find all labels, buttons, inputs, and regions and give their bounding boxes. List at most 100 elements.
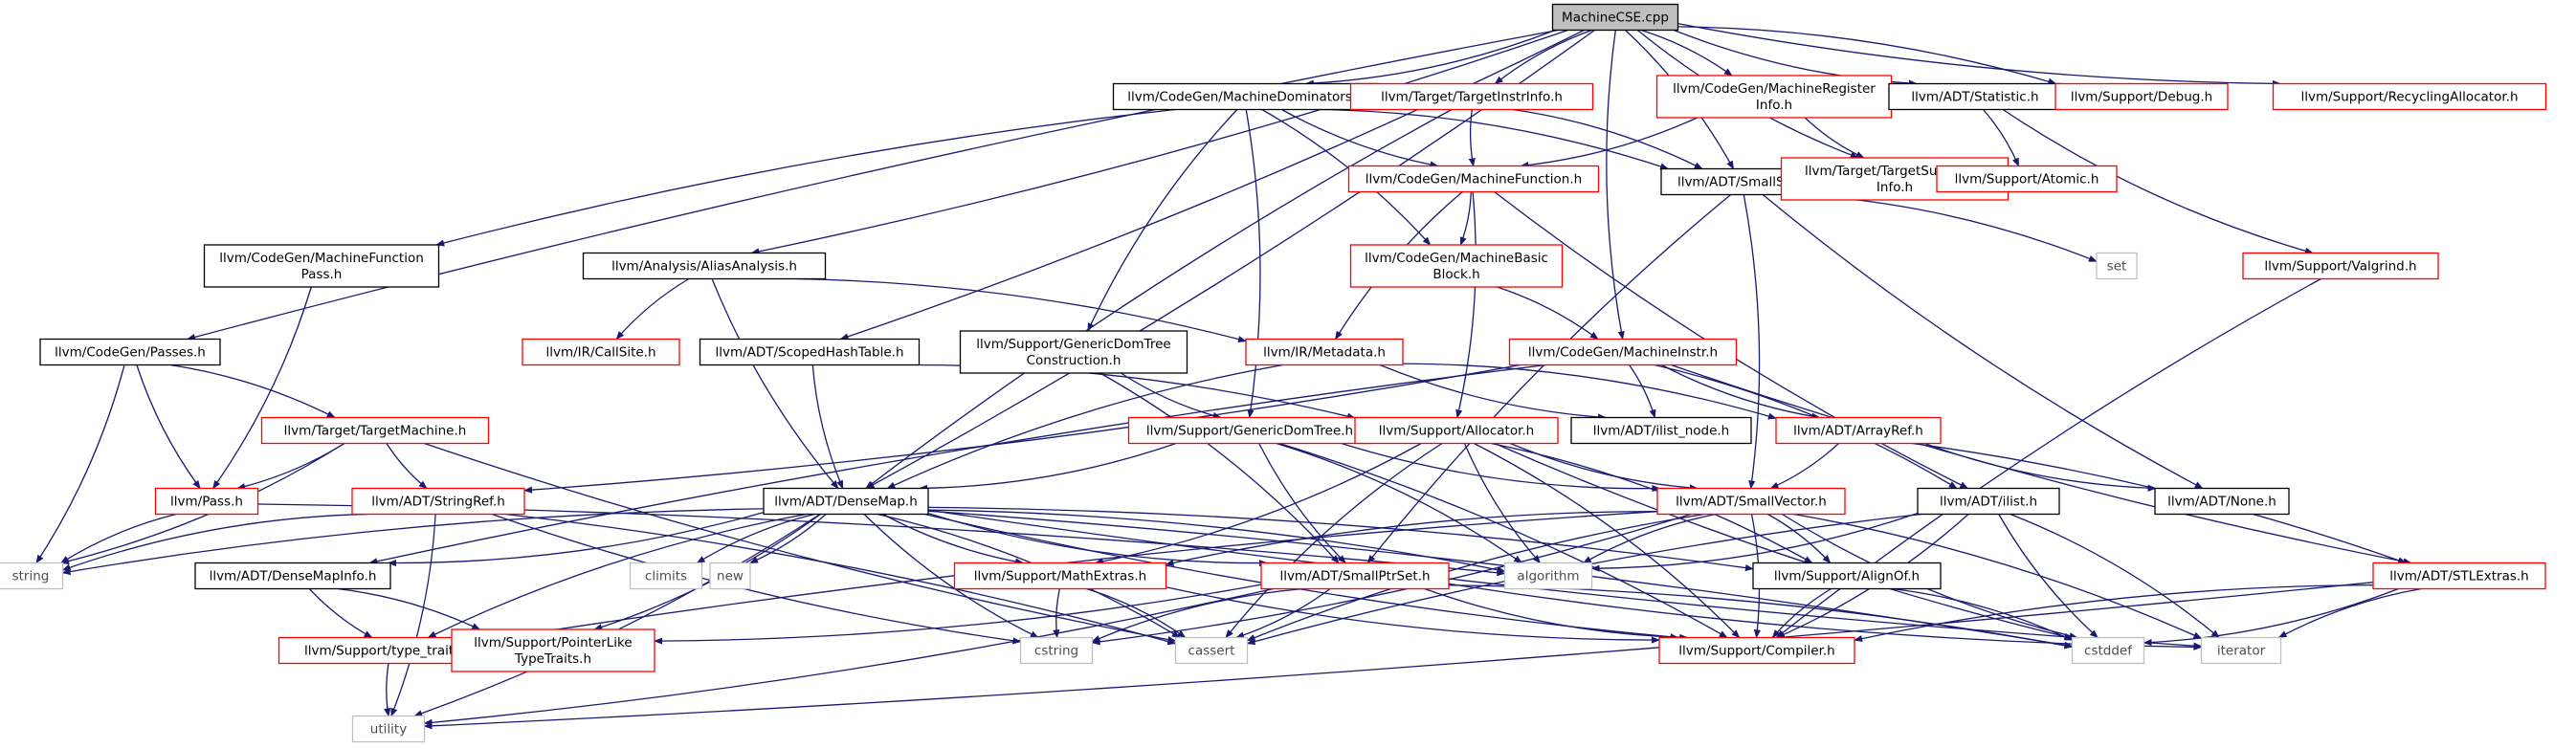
include-edge (1494, 29, 1592, 85)
node-llvm-target-targetinstrinfo-h[interactable]: llvm/Target/TargetInstrInfo.h (1349, 82, 1594, 111)
node-machinecse-cpp[interactable]: MachineCSE.cpp (1551, 3, 1679, 32)
node-label: climits (645, 569, 687, 584)
node-llvm-adt-smallptrset-h[interactable]: llvm/ADT/SmallPtrSet.h (1260, 562, 1450, 590)
node-llvm-target-targetmachine-h[interactable]: llvm/Target/TargetMachine.h (260, 416, 490, 445)
node-label: llvm/ADT/ScopedHashTable.h (715, 345, 903, 361)
include-edge (1854, 584, 2374, 643)
include-edge (1166, 586, 1660, 644)
include-edge (749, 514, 827, 564)
include-edge (491, 513, 1022, 645)
node-llvm-ir-callsite-h[interactable]: llvm/IR/CallSite.h (522, 338, 680, 366)
node-llvm-adt-statistic-h[interactable]: llvm/ADT/Statistic.h (1888, 82, 2062, 111)
include-edge (236, 442, 345, 491)
node-llvm-support-atomic-h[interactable]: llvm/Support/Atomic.h (1936, 165, 2118, 193)
node-llvm-codegen-machinedominators-h[interactable]: llvm/CodeGen/MachineDominators.h (1112, 82, 1380, 111)
node-box (2071, 636, 2145, 665)
include-edge (1379, 363, 1607, 421)
node-llvm-adt-ilist-node-h[interactable]: llvm/ADT/ilist_node.h (1570, 416, 1752, 445)
node-llvm-adt-stringref-h[interactable]: llvm/ADT/StringRef.h (351, 487, 525, 516)
include-edge (1468, 109, 1476, 167)
include-edge (811, 364, 844, 490)
node-box (629, 562, 703, 590)
node-llvm-adt-scopedhashtable-h[interactable]: llvm/ADT/ScopedHashTable.h (699, 338, 921, 366)
node-llvm-adt-arrayref-h[interactable]: llvm/ADT/ArrayRef.h (1775, 416, 1942, 445)
node-llvm-codegen-passes-h[interactable]: llvm/CodeGen/Passes.h (39, 338, 221, 366)
include-edge (497, 511, 1658, 641)
include-edge (839, 29, 1585, 341)
include-edge (1121, 372, 1222, 419)
include-edge (1258, 443, 1346, 564)
node-llvm-adt-stlextras-h[interactable]: llvm/ADT/STLExtras.h (2372, 562, 2546, 590)
node-llvm-adt-smallvector-h[interactable]: llvm/ADT/SmallVector.h (1656, 487, 1846, 516)
node-llvm-support-genericdomtreeconstruction-h[interactable]: llvm/Support/GenericDomTreeConstruction.… (959, 330, 1188, 374)
node-set: set (2096, 252, 2138, 280)
node-label: llvm/ADT/SmallVector.h (1676, 495, 1827, 510)
include-edge (797, 277, 1247, 343)
node-llvm-adt-densemap-h[interactable]: llvm/ADT/DenseMap.h (763, 487, 929, 516)
node-label: llvm/ADT/STLExtras.h (2389, 569, 2528, 584)
include-edge (388, 511, 765, 567)
include-edge (1671, 363, 2412, 565)
include-edge (1463, 443, 1542, 564)
node-box (351, 487, 525, 516)
include-edge (696, 513, 815, 564)
node-label: llvm/ADT/StringRef.h (371, 495, 505, 510)
include-edge (1769, 443, 1840, 490)
include-edge (1304, 29, 1556, 87)
node-llvm-support-allocator-h[interactable]: llvm/Support/Allocator.h (1354, 416, 1559, 445)
node-box (1775, 416, 1942, 445)
include-edge (2143, 587, 2399, 647)
node-llvm-support-genericdomtree-h[interactable]: llvm/Support/GenericDomTree.h (1127, 416, 1372, 445)
node-box (1349, 244, 1564, 288)
node-label: llvm/Target/TargetInstrInfo.h (1381, 90, 1563, 105)
node-llvm-support-valgrind-h[interactable]: llvm/Support/Valgrind.h (2242, 252, 2439, 280)
node-box (1570, 416, 1752, 445)
node-llvm-adt-none-h[interactable]: llvm/ADT/None.h (2154, 487, 2290, 516)
node-label: cstddef (2084, 644, 2133, 659)
node-llvm-pass-h[interactable]: llvm/Pass.h (154, 487, 259, 516)
include-edge (1640, 29, 1733, 77)
node-llvm-support-mathextras-h[interactable]: llvm/Support/MathExtras.h (953, 562, 1167, 590)
node-llvm-adt-densemapinfo-h[interactable]: llvm/ADT/DenseMapInfo.h (194, 562, 391, 590)
node-box (1752, 562, 1942, 590)
node-llvm-support-recyclingallocator-h[interactable]: llvm/Support/RecyclingAllocator.h (2272, 82, 2547, 111)
node-label: llvm/ADT/DenseMapInfo.h (210, 569, 377, 584)
node-llvm-support-compiler-h[interactable]: llvm/Support/Compiler.h (1658, 636, 1855, 665)
include-edge (886, 363, 1283, 490)
node-box (699, 338, 921, 366)
include-edge (1654, 363, 1958, 490)
node-label: llvm/ADT/None.h (2167, 495, 2276, 510)
node-box (39, 338, 221, 366)
node-llvm-support-debug-h[interactable]: llvm/Support/Debug.h (2054, 82, 2229, 111)
include-edge (1793, 513, 2203, 639)
include-edge (1509, 442, 1699, 492)
include-edge (423, 587, 1274, 726)
include-edge (927, 506, 1754, 572)
node-string: string (0, 562, 64, 590)
include-edge (308, 588, 373, 639)
include-edge (919, 442, 1177, 492)
include-edge (1094, 442, 1422, 565)
node-llvm-ir-metadata-h[interactable]: llvm/IR/Metadata.h (1245, 338, 1404, 366)
include-edge (2277, 587, 2422, 639)
node-new: new (709, 562, 751, 590)
node-label: MachineCSE.cpp (1562, 11, 1669, 26)
node-label: Pass.h (301, 267, 343, 282)
node-label: llvm/Support/Atomic.h (1955, 172, 2099, 187)
node-llvm-codegen-machinefunction-h[interactable]: llvm/CodeGen/MachineFunction.h (1347, 165, 1600, 193)
node-label: llvm/Target/TargetMachine.h (284, 424, 467, 439)
node-label: llvm/Support/GenericDomTree.h (1146, 424, 1353, 439)
include-edge (1424, 587, 1689, 641)
node-llvm-adt-ilist-h[interactable]: llvm/ADT/ilist.h (1917, 487, 2060, 516)
node-llvm-codegen-machineinstr-h[interactable]: llvm/CodeGen/MachineInstr.h (1508, 338, 1738, 366)
node-llvm-analysis-aliasanalysis-h[interactable]: llvm/Analysis/AliasAnalysis.h (582, 252, 827, 280)
node-label: set (2107, 259, 2127, 275)
include-edge (1743, 194, 1761, 490)
node-box (2200, 636, 2282, 665)
node-llvm-support-alignof-h[interactable]: llvm/Support/AlignOf.h (1752, 562, 1942, 590)
include-edge (865, 108, 1453, 490)
